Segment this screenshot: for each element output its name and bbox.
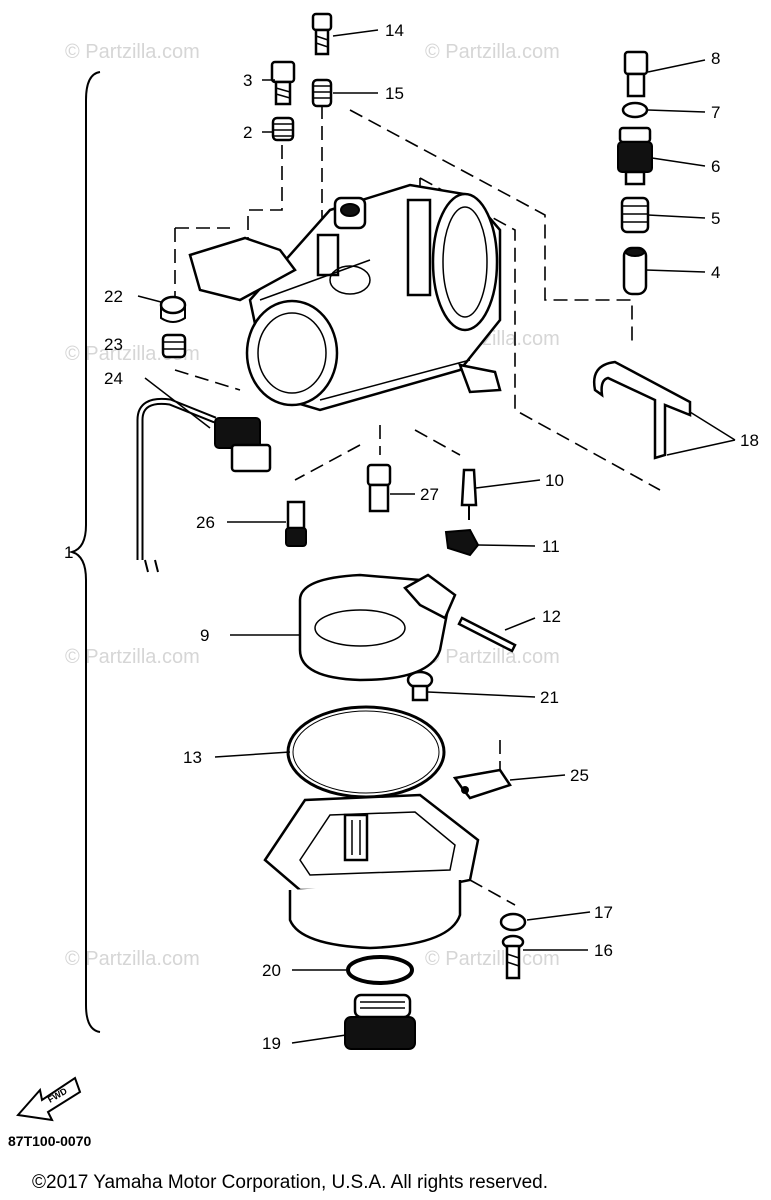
- part-10-needle-valve: [460, 468, 478, 520]
- part-16-screw: [501, 934, 525, 980]
- callout-25: 25: [570, 766, 589, 785]
- callout-5: 5: [711, 209, 720, 228]
- callout-9: 9: [200, 626, 209, 645]
- part-11-clip: [444, 528, 480, 557]
- callout-14: 14: [385, 21, 404, 40]
- part-25-bracket: [452, 768, 512, 800]
- watermark: © Partzilla.com: [425, 646, 560, 668]
- part-17-washer: [499, 912, 527, 932]
- callout-12: 12: [542, 607, 561, 626]
- part-27-jet: [366, 463, 392, 513]
- callout-16: 16: [594, 941, 613, 960]
- callout-21: 21: [540, 688, 559, 707]
- watermark: © Partzilla.com: [65, 41, 200, 63]
- callout-8: 8: [711, 49, 720, 68]
- part-23-spring: [161, 333, 187, 359]
- callout-2: 2: [243, 123, 252, 142]
- diagram-code: 87T100-0070: [8, 1133, 92, 1149]
- part-24-wire-lead: [136, 397, 272, 573]
- callout-7: 7: [711, 103, 720, 122]
- part-13-gasket: [286, 705, 446, 799]
- watermark: © Partzilla.com: [425, 948, 560, 970]
- callout-1: 1: [64, 543, 73, 562]
- part-5-spring: [620, 196, 650, 234]
- watermark: © Partzilla.com: [425, 41, 560, 63]
- callout-labels: 1 2 3 4 5 6 7 8 9 10 11 12 13 14 15 16 1…: [64, 21, 759, 1053]
- copyright-text: ©2017 Yamaha Motor Corporation, U.S.A. A…: [32, 1172, 548, 1193]
- part-22-cap: [159, 295, 187, 323]
- part-7-washer: [621, 101, 649, 119]
- part-9-float: [298, 573, 457, 682]
- callout-17: 17: [594, 903, 613, 922]
- part-3-screw: [270, 60, 296, 106]
- callout-4: 4: [711, 263, 720, 282]
- callout-15: 15: [385, 84, 404, 103]
- part-21-screw: [406, 670, 434, 702]
- part-8-screw: [623, 50, 649, 98]
- callout-10: 10: [545, 471, 564, 490]
- part-18-hose: [592, 360, 692, 460]
- callout-26: 26: [196, 513, 215, 532]
- callout-22: 22: [104, 287, 123, 306]
- callout-24: 24: [104, 369, 123, 388]
- callout-11: 11: [542, 537, 560, 556]
- leader-lines: [137, 29, 736, 1044]
- fwd-arrow-icon: FWD: [16, 1076, 82, 1122]
- watermark: © Partzilla.com: [65, 948, 200, 970]
- part-15-spring: [311, 78, 333, 108]
- carburetor-body: [188, 183, 502, 412]
- float-bowl: [263, 793, 480, 950]
- callout-13: 13: [183, 748, 202, 767]
- part-2-spring: [271, 116, 295, 142]
- part-20-o-ring: [346, 955, 414, 985]
- callout-18: 18: [740, 431, 759, 450]
- assembly-brace: [68, 71, 101, 1033]
- part-19-drain-plug: [344, 993, 416, 1050]
- part-6-fitting: [617, 126, 653, 186]
- callout-23: 23: [104, 335, 123, 354]
- callout-6: 6: [711, 157, 720, 176]
- part-26-jet: [285, 500, 307, 547]
- part-12-pin: [457, 616, 517, 653]
- watermark: © Partzilla.com: [65, 646, 200, 668]
- callout-3: 3: [243, 71, 252, 90]
- callout-20: 20: [262, 961, 281, 980]
- part-4-piston: [622, 246, 648, 296]
- part-14-screw: [311, 12, 333, 56]
- callout-19: 19: [262, 1034, 281, 1053]
- callout-27: 27: [420, 485, 439, 504]
